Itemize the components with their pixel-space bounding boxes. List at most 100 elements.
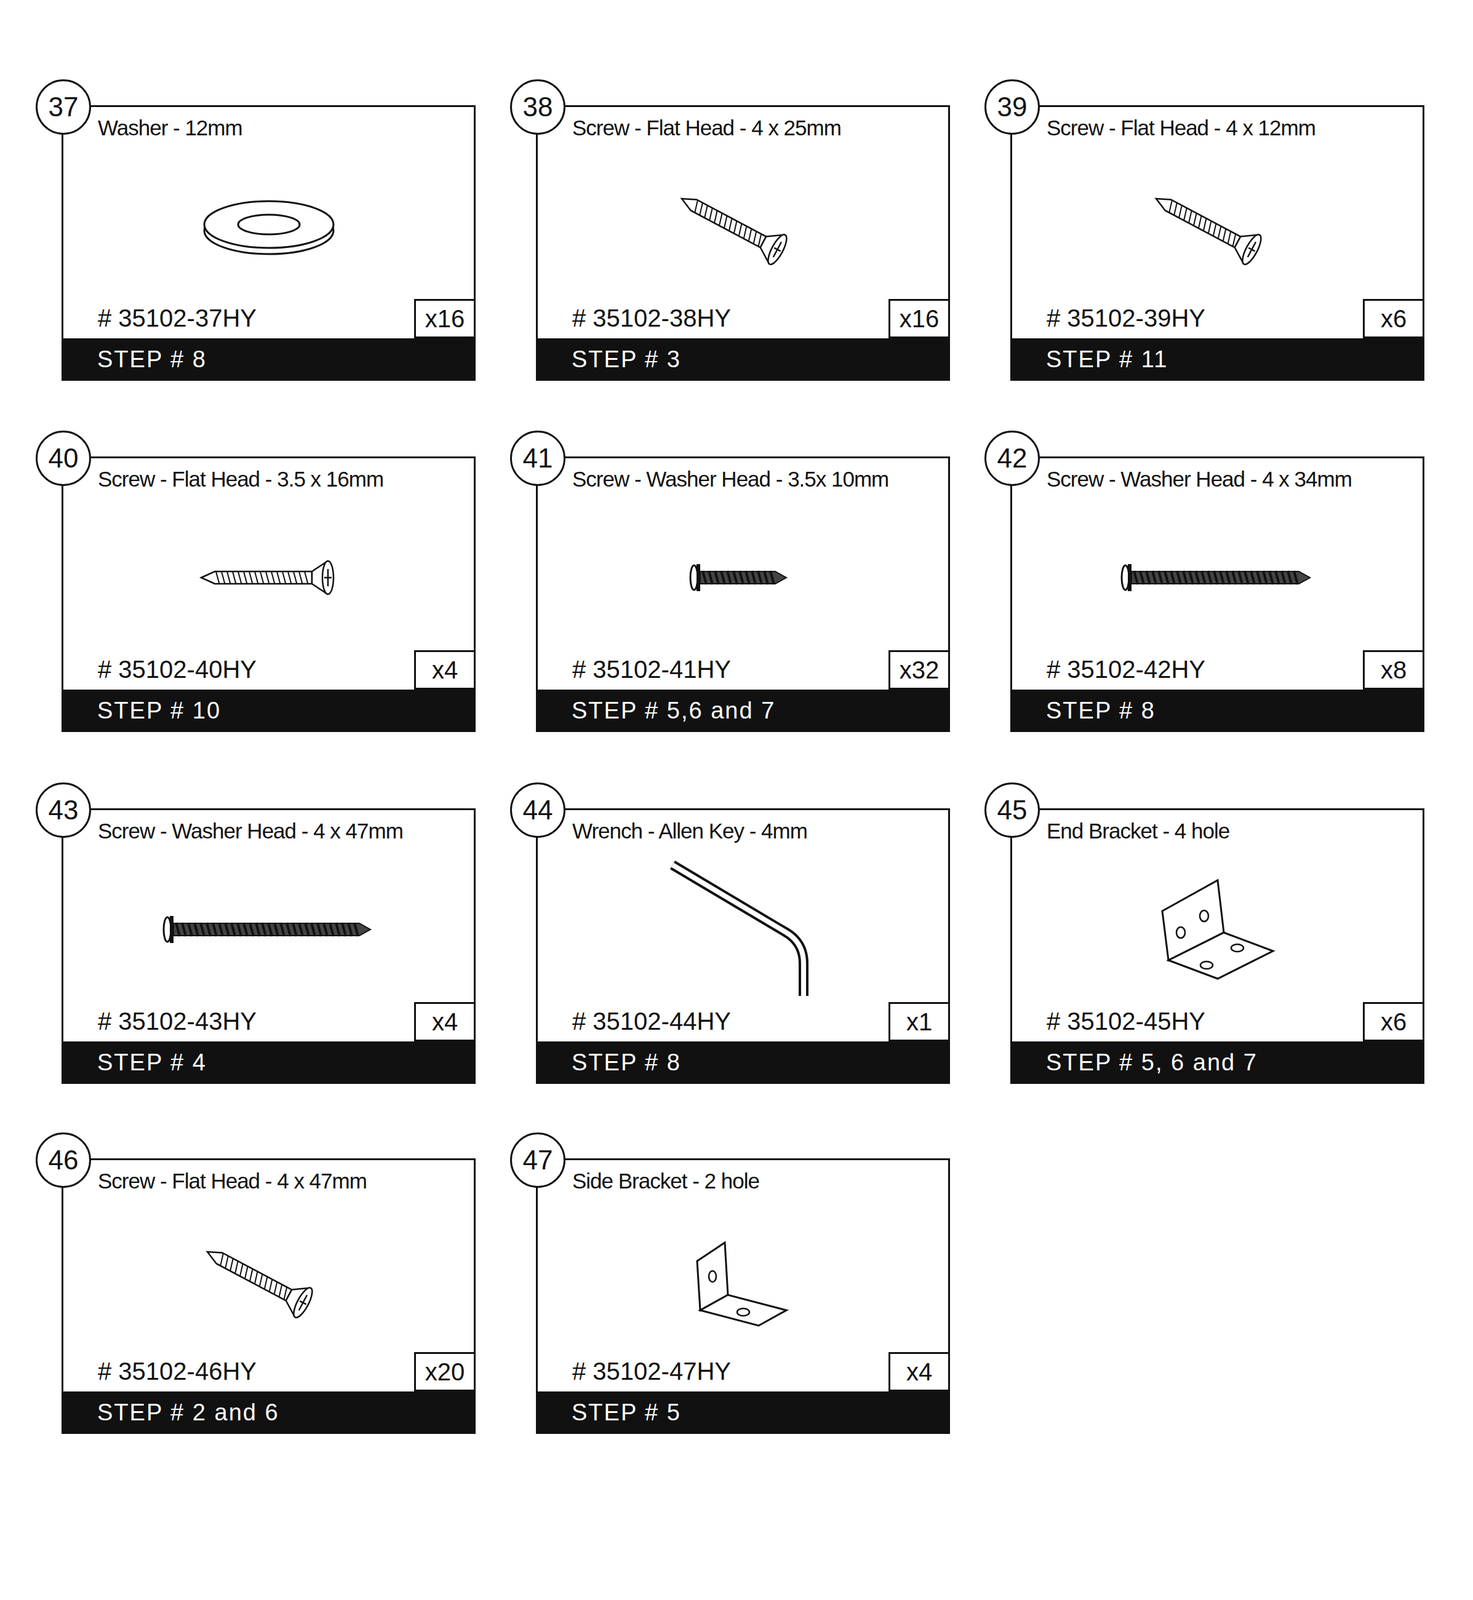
quantity-box: x4 [414, 650, 476, 690]
part-title: Screw - Flat Head - 4 x 12mm [1046, 115, 1316, 141]
step-band: STEP # 5 [535, 1391, 951, 1435]
callout-number: 42 [997, 443, 1028, 474]
part-card: Screw - Flat Head - 4 x 25mm # 35102-38HY… [535, 105, 951, 381]
step-label: STEP # 8 [571, 1049, 682, 1077]
part-illustration [1156, 874, 1280, 988]
step-label: STEP # 2 and 6 [97, 1399, 280, 1427]
step-band: STEP # 8 [1010, 689, 1425, 733]
part-illustration [195, 192, 343, 263]
part-illustration [158, 905, 380, 957]
part-card: Screw - Washer Head - 4 x 47mm# 35102-43… [61, 808, 476, 1085]
part-number: # 35102-47HY [572, 1357, 731, 1386]
part-card: Screw - Flat Head - 3.5 x 16mm # 35102-40… [61, 456, 476, 733]
step-band: STEP # 11 [1010, 338, 1425, 381]
callout-circle: 46 [35, 1132, 92, 1189]
quantity: x4 [431, 656, 458, 685]
quantity: x6 [1380, 1008, 1407, 1037]
part-card: Wrench - Allen Key - 4mm# 35102-44HY44x1… [535, 808, 951, 1085]
part-illustration [195, 1227, 343, 1335]
part-title: Screw - Washer Head - 4 x 34mm [1046, 467, 1352, 492]
step-label: STEP # 4 [97, 1049, 207, 1077]
step-band: STEP # 5,6 and 7 [535, 689, 951, 733]
callout-number: 41 [522, 443, 554, 474]
step-band: STEP # 5, 6 and 7 [1010, 1041, 1425, 1085]
callout-number: 40 [48, 443, 79, 474]
part-illustration [1143, 174, 1292, 282]
quantity-box: x32 [888, 650, 951, 690]
part-title: Screw - Washer Head - 3.5x 10mm [572, 467, 889, 492]
part-card: Washer - 12mm# 35102-37HY37x16STEP # 8 [61, 105, 476, 381]
quantity: x16 [899, 305, 940, 333]
part-card: Screw - Flat Head - 4 x 47mm # 35102-46HY… [61, 1158, 476, 1435]
step-label: STEP # 3 [571, 346, 682, 373]
quantity: x32 [899, 656, 940, 685]
step-label: STEP # 8 [97, 346, 207, 373]
step-band: STEP # 3 [535, 338, 951, 381]
part-title: Screw - Flat Head - 3.5 x 16mm [97, 467, 384, 492]
step-label: STEP # 11 [1045, 346, 1168, 373]
quantity-box: x8 [1362, 650, 1425, 690]
callout-circle: 43 [35, 782, 92, 839]
callout-circle: 39 [984, 79, 1040, 135]
step-band: STEP # 4 [61, 1041, 476, 1085]
part-number: # 35102-39HY [1046, 304, 1206, 333]
quantity-box: x16 [414, 299, 476, 339]
step-band: STEP # 8 [535, 1041, 951, 1085]
part-card: End Bracket - 4 hole# 35102-45HY45x6STEP… [1010, 808, 1425, 1085]
step-label: STEP # 10 [97, 697, 221, 725]
part-title: Wrench - Allen Key - 4mm [572, 818, 808, 844]
part-card: Side Bracket - 2 hole# 35102-47HY47x4STE… [535, 1158, 951, 1435]
step-label: STEP # 5,6 and 7 [571, 697, 776, 725]
part-card: Screw - Flat Head - 4 x 12mm # 35102-39HY… [1010, 105, 1425, 381]
step-band: STEP # 8 [61, 338, 476, 381]
callout-number: 45 [997, 794, 1028, 826]
part-card: Screw - Washer Head - 4 x 34mm # 35102-42… [1010, 456, 1425, 733]
part-number: # 35102-45HY [1046, 1007, 1206, 1036]
part-card: Screw - Washer Head - 3.5x 10mm # 35102-4… [535, 456, 951, 733]
part-title: Washer - 12mm [97, 115, 243, 141]
quantity-box: x4 [414, 1002, 476, 1042]
part-title: Screw - Flat Head - 4 x 25mm [572, 115, 842, 141]
quantity-box: x6 [1362, 299, 1425, 339]
step-band: STEP # 2 and 6 [61, 1391, 476, 1435]
callout-circle: 44 [510, 782, 566, 839]
callout-number: 37 [48, 91, 79, 123]
part-title: End Bracket - 4 hole [1046, 818, 1230, 844]
part-number: # 35102-43HY [97, 1007, 257, 1036]
step-label: STEP # 8 [1045, 697, 1156, 725]
callout-number: 38 [522, 91, 554, 123]
callout-number: 43 [48, 794, 79, 826]
callout-number: 39 [997, 91, 1028, 123]
part-number: # 35102-41HY [572, 655, 731, 684]
part-number: # 35102-46HY [97, 1357, 257, 1386]
part-illustration [669, 174, 818, 282]
part-number: # 35102-44HY [572, 1007, 731, 1036]
part-title: Screw - Flat Head - 4 x 47mm [97, 1169, 367, 1194]
quantity-box: x6 [1362, 1002, 1425, 1042]
callout-number: 44 [522, 794, 554, 826]
step-band: STEP # 10 [61, 689, 476, 733]
quantity-box: x4 [888, 1352, 951, 1392]
callout-circle: 45 [984, 782, 1040, 839]
quantity: x4 [906, 1358, 933, 1387]
callout-circle: 40 [35, 430, 92, 487]
part-number: # 35102-40HY [97, 655, 257, 684]
quantity-box: x1 [888, 1002, 951, 1042]
quantity-box: x20 [414, 1352, 476, 1392]
callout-circle: 47 [510, 1132, 566, 1189]
part-illustration [681, 553, 805, 605]
part-number: # 35102-38HY [572, 304, 731, 333]
part-illustration [663, 855, 824, 1006]
part-illustration [690, 1230, 796, 1332]
callout-number: 46 [48, 1145, 79, 1176]
part-number: # 35102-42HY [1046, 655, 1206, 684]
quantity: x16 [425, 305, 466, 333]
callout-circle: 42 [984, 430, 1040, 487]
step-label: STEP # 5 [571, 1399, 682, 1427]
callout-circle: 41 [510, 430, 566, 487]
step-label: STEP # 5, 6 and 7 [1045, 1049, 1258, 1077]
quantity: x6 [1380, 305, 1407, 333]
callout-circle: 37 [35, 79, 92, 135]
callout-circle: 38 [510, 79, 566, 135]
quantity-box: x16 [888, 299, 951, 339]
